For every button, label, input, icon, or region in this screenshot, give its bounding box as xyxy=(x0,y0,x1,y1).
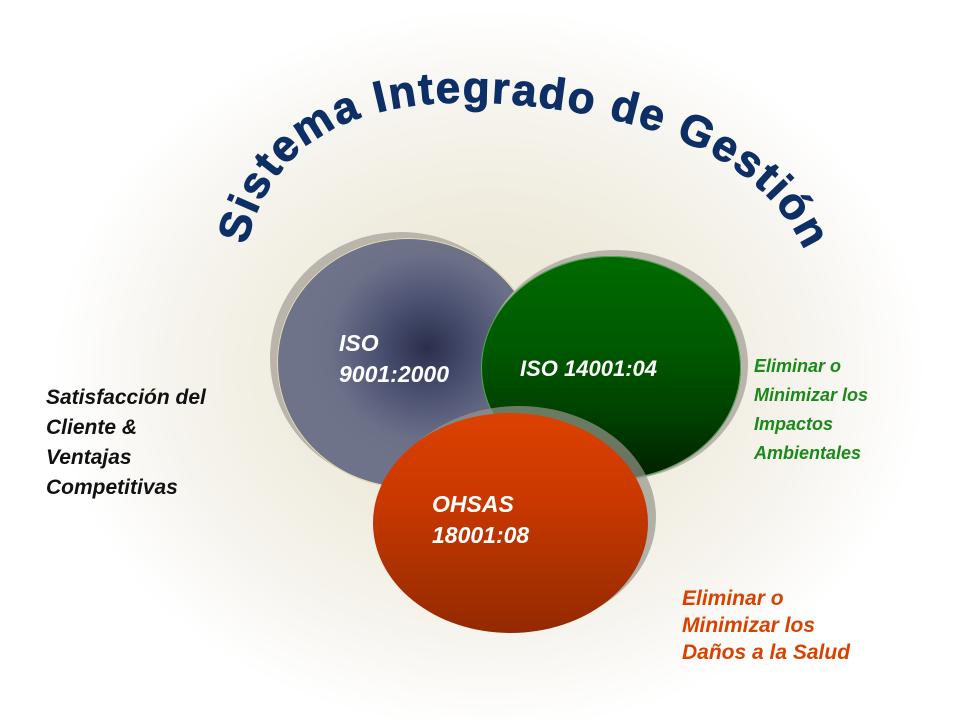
health-benefit-text: Eliminar o Minimizar los Daños a la Salu… xyxy=(682,587,851,664)
title-text: Sistema Integrado de Gestión xyxy=(208,63,839,257)
quality-benefit-text: Satisfacción del Cliente & Ventajas Comp… xyxy=(46,386,206,499)
environment-circle-label: ISO 14001:04 xyxy=(520,356,657,381)
quality-circle-label: ISO 9001:2000 xyxy=(339,330,449,387)
health-circle-label: OHSAS 18001:08 xyxy=(432,491,530,548)
health-circle xyxy=(373,413,648,633)
svg-text:Sistema Integrado de Gestión: Sistema Integrado de Gestión xyxy=(209,63,841,256)
environment-benefit-text: Eliminar o Minimizar los Impactos Ambien… xyxy=(754,356,869,463)
